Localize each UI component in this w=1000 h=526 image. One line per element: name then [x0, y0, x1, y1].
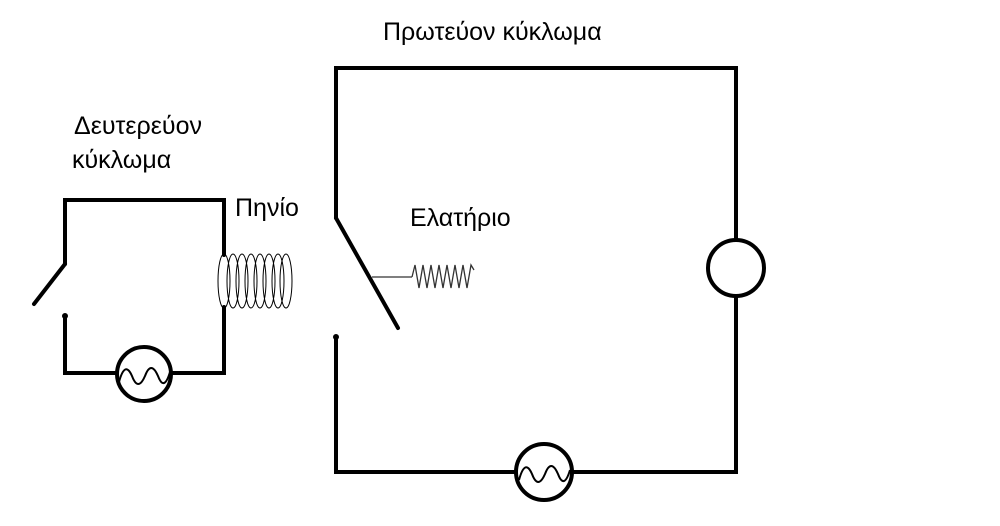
spring-label: Ελατήριο [410, 204, 511, 232]
secondary-circuit-label-line1: Δευτερεύον [74, 112, 202, 140]
primary-switch-arm[interactable] [334, 216, 400, 330]
secondary-wire-top [63, 198, 226, 266]
primary-wire-right [570, 294, 738, 474]
coil-label: Πηνίο [235, 194, 299, 222]
primary-source [514, 442, 574, 502]
primary-wire-bottom-left [334, 335, 518, 474]
primary-wire-top [334, 66, 738, 242]
primary-source-wave-icon [518, 465, 571, 483]
coil-icon [217, 253, 293, 309]
secondary-switch-arm[interactable] [32, 262, 67, 306]
secondary-wire-bottom-left [63, 314, 119, 375]
secondary-circuit-label-line2: κύκλωμα [72, 146, 172, 174]
secondary-source [115, 345, 173, 403]
primary-contact [333, 334, 339, 340]
primary-circuit-label: Πρωτεύον κύκλωμα [383, 18, 602, 46]
secondary-source-wave-icon [118, 367, 171, 385]
spring-icon [372, 263, 475, 289]
secondary-wire-right [169, 305, 226, 375]
secondary-contact [62, 313, 68, 319]
primary-lamp [706, 238, 766, 298]
